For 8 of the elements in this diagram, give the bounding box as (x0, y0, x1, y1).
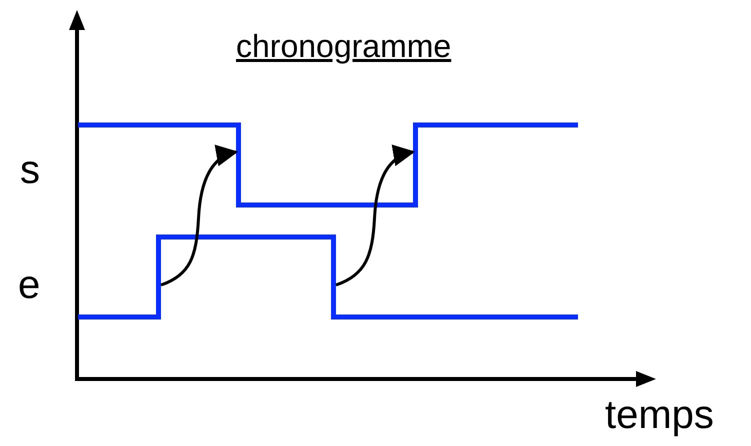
axis-label: e (18, 265, 40, 305)
axis-label: s (20, 150, 40, 190)
title: chronogramme (236, 30, 452, 62)
signal-waveform (78, 122, 578, 208)
signal-waveform (78, 234, 578, 320)
arrow (335, 146, 416, 286)
arrow (160, 146, 238, 286)
axis-label: temps (605, 395, 714, 435)
